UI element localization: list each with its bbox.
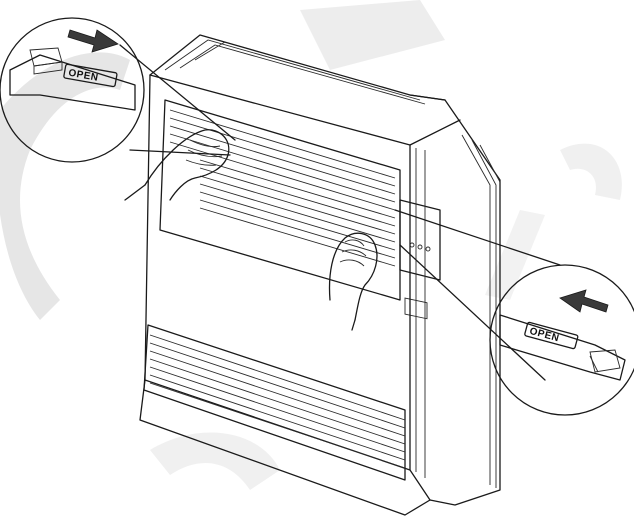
right-open-label: OPEN	[528, 326, 560, 344]
arrow-right-icon	[67, 29, 119, 53]
indoor-unit	[139, 34, 501, 516]
arrow-left-icon	[559, 289, 609, 313]
lower-louver	[143, 324, 406, 481]
left-open-label: OPEN	[68, 68, 100, 84]
right-hand	[328, 232, 378, 331]
left-detail-circle	[0, 17, 145, 163]
left-hand	[124, 129, 230, 201]
left-callout: OPEN	[0, 17, 236, 163]
right-detail-circle	[489, 264, 634, 416]
